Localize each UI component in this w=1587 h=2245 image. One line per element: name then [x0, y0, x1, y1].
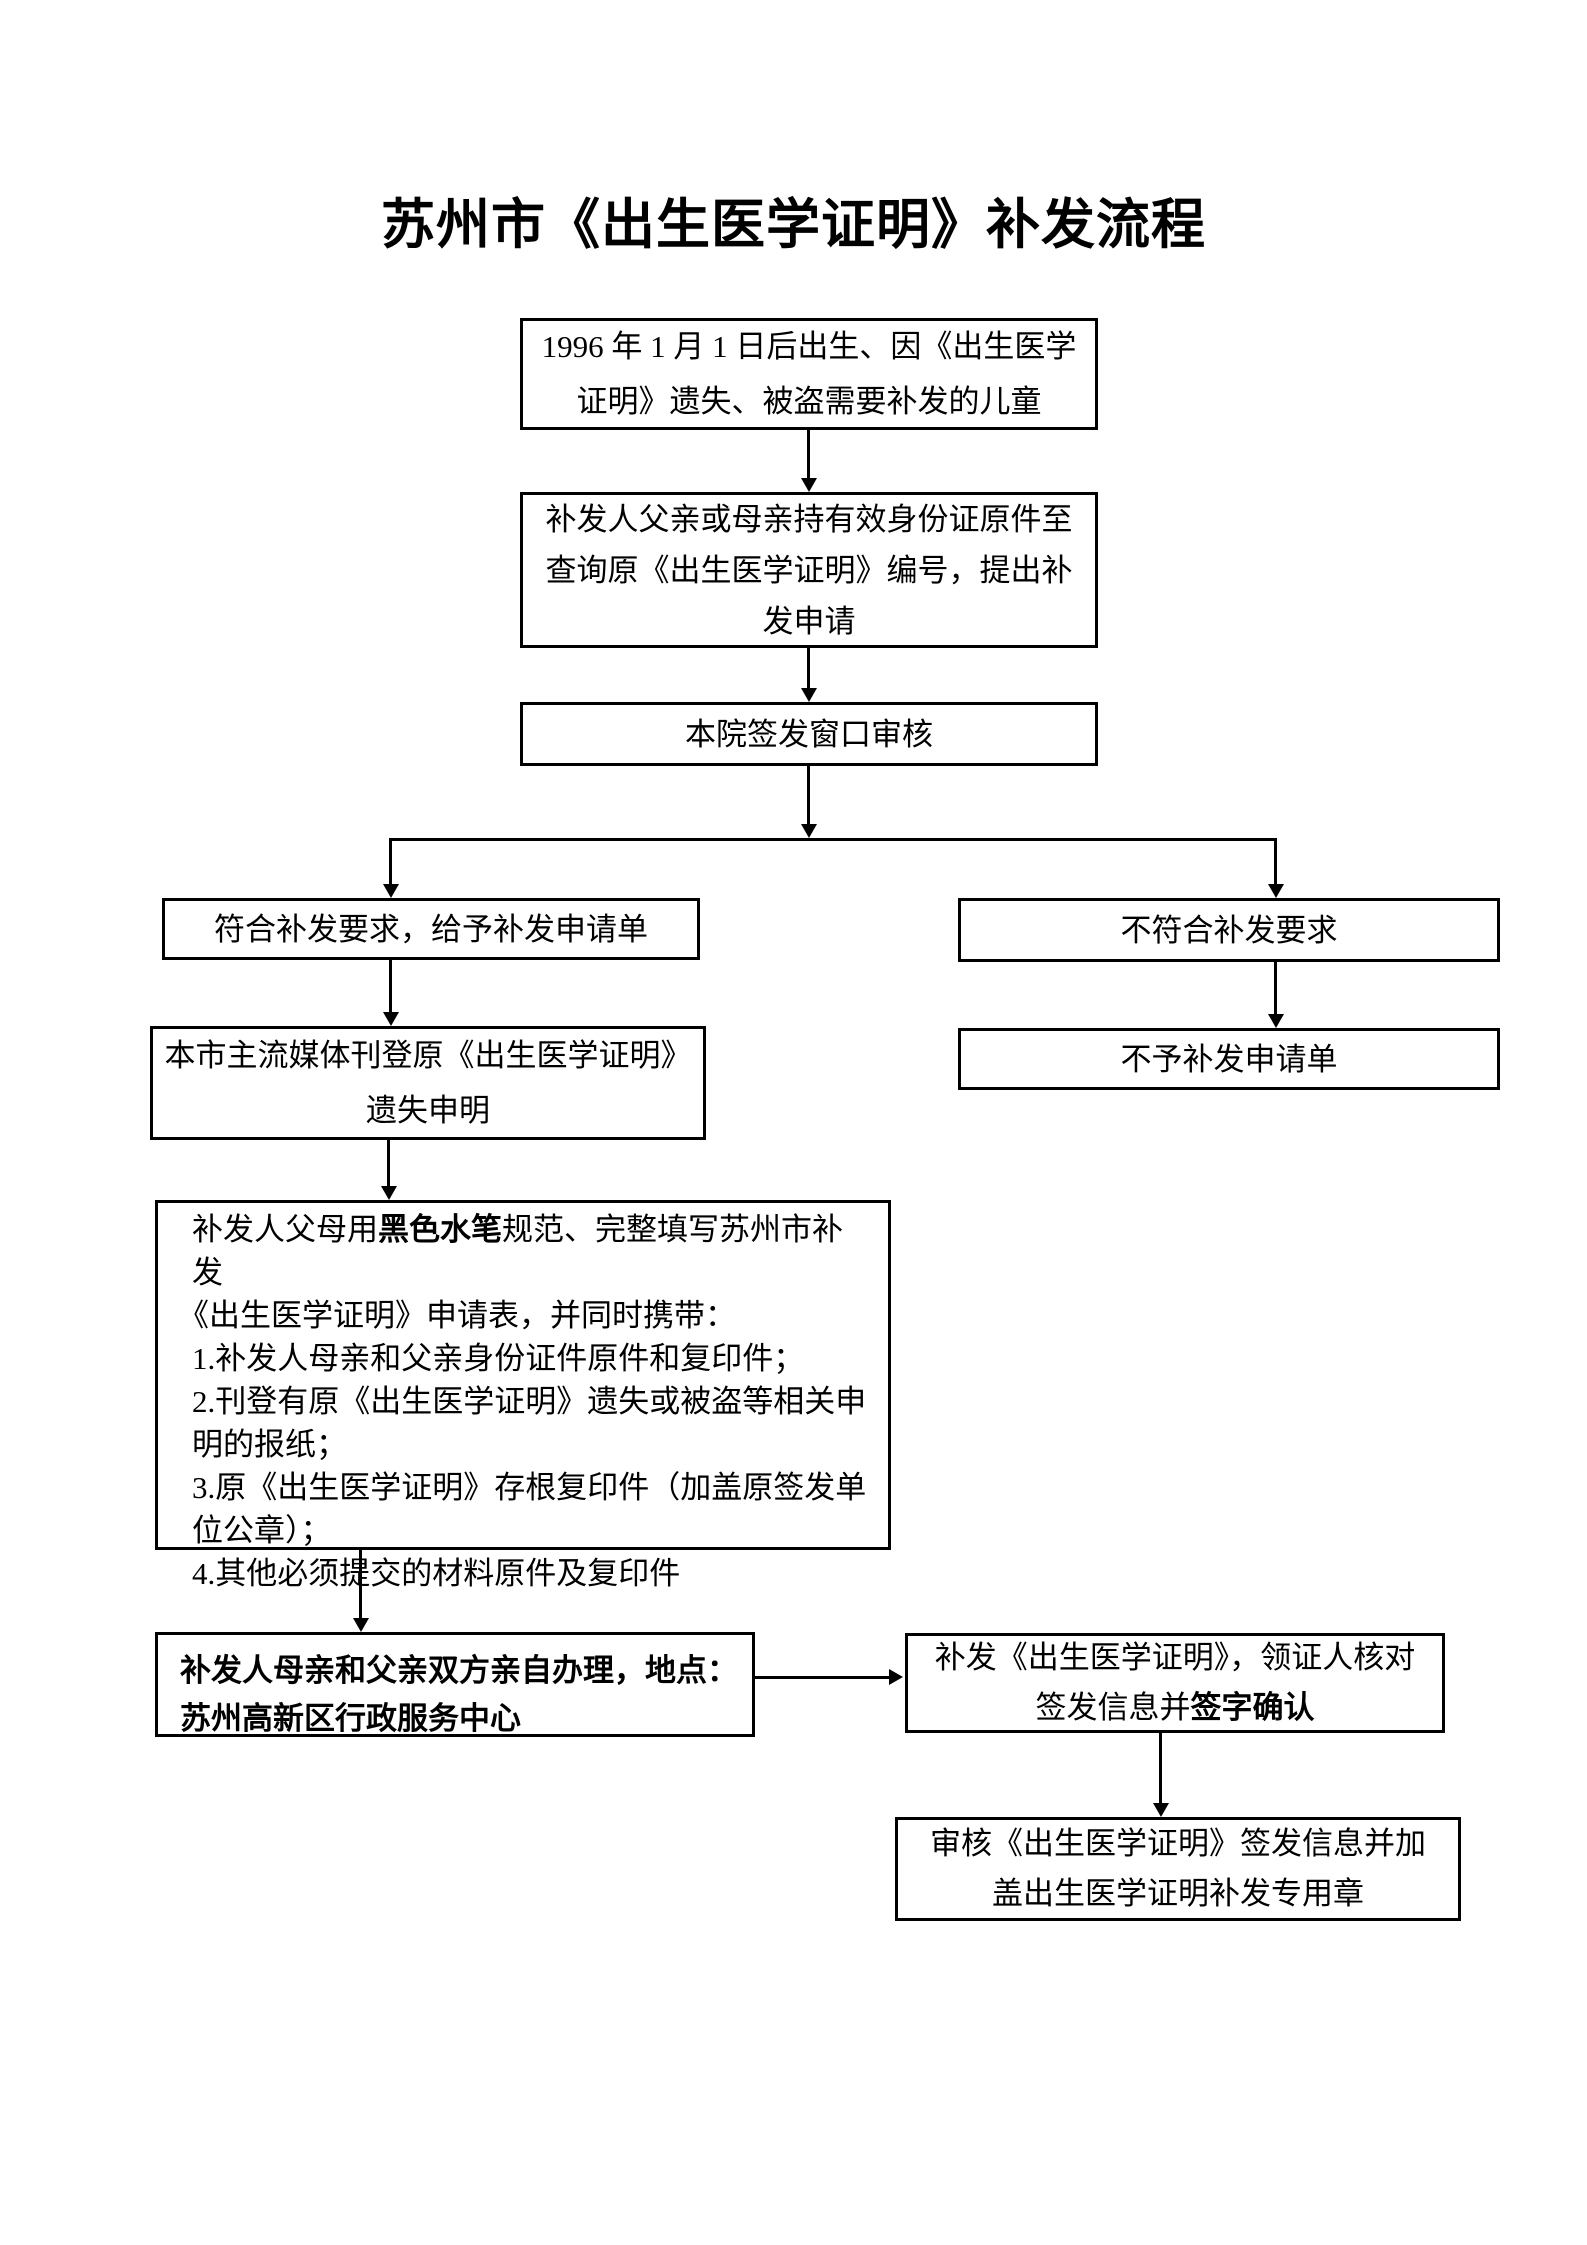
issue-line2-prefix: 签发信息并: [1035, 1690, 1191, 1725]
box-line: 1.补发人母亲和父亲身份证件原件和复印件；: [192, 1341, 805, 1376]
box-line: 盖出生医学证明补发专用章: [992, 1876, 1364, 1911]
materials-line1-bold: 黑色水笔: [378, 1212, 502, 1247]
box-line: 签发信息并签字确认: [1036, 1683, 1315, 1733]
arrowhead-down-icon: [1268, 884, 1284, 898]
connector-branch-qualified: [389, 838, 392, 884]
connector-media-materials: [387, 1140, 390, 1186]
materials-line1-suffix: 规范、完整填写苏州市补发: [192, 1212, 843, 1290]
box-apply-request: 补发人父亲或母亲持有效身份证原件至 查询原《出生医学证明》编号，提出补 发申请: [520, 492, 1098, 648]
arrowhead-down-icon: [801, 688, 817, 702]
box-line: 2.刊登有原《出生医学证明》遗失或被盗等相关申: [192, 1384, 867, 1419]
arrowhead-down-icon: [383, 1012, 399, 1026]
box-line: 本院签发窗口审核: [685, 716, 933, 752]
box-line: 明的报纸；: [192, 1427, 347, 1462]
box-line: 补发人父亲或母亲持有效身份证原件至: [545, 501, 1073, 537]
box-qualified: 符合补发要求，给予补发申请单: [162, 898, 700, 960]
connector-handle-issue: [755, 1676, 889, 1679]
box-line: 补发《出生医学证明》，领证人核对: [934, 1640, 1416, 1675]
arrowhead-down-icon: [1153, 1803, 1169, 1817]
box-line: 补发人母亲和父亲双方亲自办理，地点：: [180, 1653, 738, 1688]
arrowhead-down-icon: [1268, 1014, 1284, 1028]
issue-line2-bold: 签字确认: [1190, 1690, 1315, 1725]
box-line: 遗失申明: [366, 1093, 490, 1128]
page-title: 苏州市《出生医学证明》补发流程: [381, 195, 1206, 255]
box-materials-list: 补发人父母用黑色水笔规范、完整填写苏州市补发 《出生医学证明》申请表，并同时携带…: [155, 1200, 891, 1591]
box-window-review: 本院签发窗口审核: [520, 702, 1098, 766]
arrowhead-down-icon: [383, 884, 399, 898]
connector-materials-handle: [359, 1550, 362, 1618]
box-line: 4.其他必须提交的材料原件及复印件: [192, 1556, 681, 1591]
box-line: 发申请: [762, 603, 856, 639]
box-line: 查询原《出生医学证明》编号，提出补: [545, 552, 1073, 588]
box-line: 1996 年 1 月 1 日后出生、因《出生医学: [541, 329, 1077, 364]
connector-start-apply: [807, 430, 810, 478]
connector-branch-unqualified: [1274, 838, 1277, 884]
box-line: 苏州高新区行政服务中心: [180, 1701, 521, 1736]
arrowhead-down-icon: [353, 1618, 369, 1632]
box-line: 审核《出生医学证明》签发信息并加: [930, 1826, 1426, 1861]
connector-issue-seal: [1159, 1733, 1162, 1803]
box-line: 本市主流媒体刊登原《出生医学证明》: [164, 1038, 692, 1073]
arrowhead-down-icon: [381, 1186, 397, 1200]
box-line: 补发人父母用黑色水笔规范、完整填写苏州市补发: [192, 1208, 870, 1294]
branch-horizontal-line: [389, 838, 1277, 841]
box-no-application-form: 不予补发申请单: [958, 1028, 1500, 1090]
box-seal-review: 审核《出生医学证明》签发信息并加 盖出生医学证明补发专用章: [895, 1817, 1461, 1921]
box-line: 不予补发申请单: [1120, 1041, 1338, 1077]
arrowhead-down-icon: [801, 478, 817, 492]
box-handle-in-person: 补发人母亲和父亲双方亲自办理，地点： 苏州高新区行政服务中心: [155, 1632, 755, 1737]
box-line: 《出生医学证明》申请表，并同时携带：: [178, 1298, 736, 1333]
box-media-announcement: 本市主流媒体刊登原《出生医学证明》 遗失申明: [150, 1026, 706, 1140]
connector-qualified-media: [389, 960, 392, 1012]
box-line: 位公章）；: [192, 1513, 332, 1548]
arrowhead-down-icon: [801, 824, 817, 838]
box-line: 证明》遗失、被盗需要补发的儿童: [576, 384, 1042, 419]
box-eligible-children: 1996 年 1 月 1 日后出生、因《出生医学 证明》遗失、被盗需要补发的儿童: [520, 318, 1098, 430]
arrowhead-right-icon: [889, 1669, 903, 1685]
box-issue-certificate: 补发《出生医学证明》，领证人核对 签发信息并签字确认: [905, 1633, 1445, 1733]
box-line: 符合补发要求，给予补发申请单: [214, 911, 648, 947]
connector-apply-review: [807, 648, 810, 688]
box-unqualified: 不符合补发要求: [958, 898, 1500, 962]
connector-review-branch: [807, 766, 810, 824]
box-line: 不符合补发要求: [1120, 912, 1338, 948]
connector-unqualified-noform: [1274, 962, 1277, 1014]
materials-line1-prefix: 补发人父母用: [192, 1212, 378, 1247]
box-line: 3.原《出生医学证明》存根复印件（加盖原签发单: [192, 1470, 867, 1505]
